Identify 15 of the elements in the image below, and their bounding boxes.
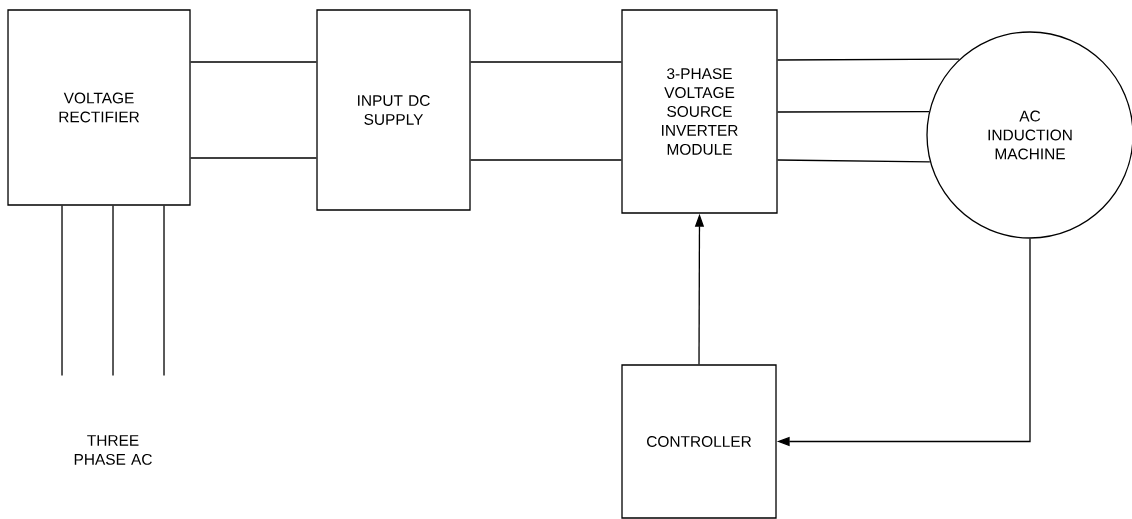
- connector-line: [470, 159, 622, 161]
- connector-line: [777, 58, 960, 61]
- connector-line: [777, 159, 931, 163]
- block-box: VOLTAGE RECTIFIER: [7, 9, 191, 206]
- connector-line: [61, 205, 63, 377]
- input-label: THREE PHASE AC: [74, 435, 152, 465]
- block-box: 3-PHASE VOLTAGE SOURCE INVERTER MODULE: [621, 9, 778, 214]
- connector-line: [190, 61, 317, 63]
- connector-line: [163, 205, 165, 377]
- block-box: CONTROLLER: [621, 364, 777, 519]
- connector-line: [190, 157, 317, 159]
- connector-line: [777, 111, 930, 113]
- block-box: INPUT DC SUPPLY: [316, 9, 471, 211]
- connector-line: [112, 205, 114, 377]
- connector-line: [470, 61, 622, 63]
